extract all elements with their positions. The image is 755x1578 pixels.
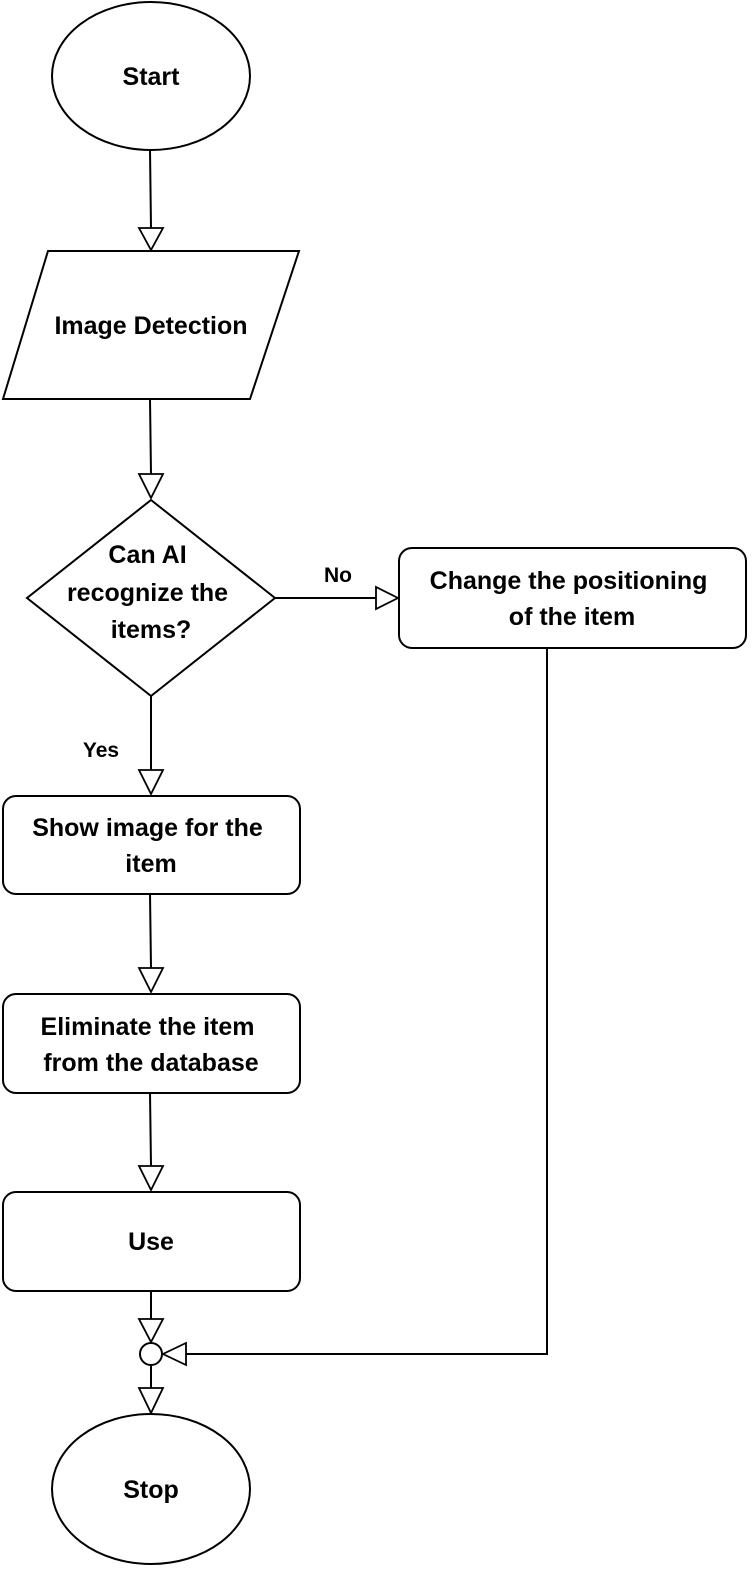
decision-label-line-1: Can AI [108, 541, 186, 569]
decision-label-line-2: recognize the [67, 579, 228, 607]
show-image-node: Show image for the item [2, 795, 301, 895]
arrowhead-change-positioning [375, 585, 401, 611]
edge-eliminate-to-use [149, 1092, 152, 1167]
arrowhead-use [137, 1165, 165, 1193]
edge-start-to-detection [149, 149, 152, 229]
arrowhead-detection [137, 227, 165, 252]
start-node: Start [51, 1, 251, 151]
stop-label: Stop [123, 1476, 179, 1504]
show-image-line-2: item [125, 850, 176, 878]
arrowhead-stop [137, 1387, 165, 1416]
image-detection-label: Image Detection [54, 312, 247, 340]
edge-show-to-eliminate [149, 893, 152, 969]
edge-change-to-merge [186, 648, 548, 1355]
change-positioning-label: Change the positioning of the item [430, 567, 715, 631]
use-node: Use [2, 1191, 301, 1292]
show-image-line-1: Show image for the [32, 814, 263, 842]
change-positioning-node: Change the positioning of the item [398, 547, 747, 649]
eliminate-line-1: Eliminate the item [41, 1013, 255, 1041]
arrowhead-merge-top [137, 1318, 165, 1344]
stop-node: Stop [51, 1413, 251, 1565]
eliminate-line-2: from the database [43, 1049, 258, 1077]
eliminate-label: Eliminate the item from the database [41, 1013, 262, 1077]
show-image-label: Show image for the item [32, 814, 270, 878]
no-edge-label: No [324, 564, 352, 587]
use-label: Use [128, 1228, 174, 1256]
arrowhead-decision [137, 473, 165, 501]
decision-node: Can AI recognize the items? [25, 498, 277, 698]
arrowhead-eliminate [137, 967, 165, 995]
change-positioning-line-2: of the item [509, 603, 635, 631]
decision-label: Can AI recognize the items? [67, 541, 235, 644]
edge-detection-to-decision [149, 398, 152, 475]
eliminate-node: Eliminate the item from the database [2, 993, 301, 1094]
yes-edge-label: Yes [83, 739, 119, 762]
arrowhead-merge-right [160, 1341, 187, 1367]
image-detection-node: Image Detection [1, 250, 301, 400]
arrowhead-show-image [137, 769, 165, 797]
start-label: Start [123, 63, 181, 91]
merge-connector [139, 1342, 163, 1366]
decision-label-line-3: items? [111, 616, 192, 644]
change-positioning-line-1: Change the positioning [430, 567, 708, 595]
